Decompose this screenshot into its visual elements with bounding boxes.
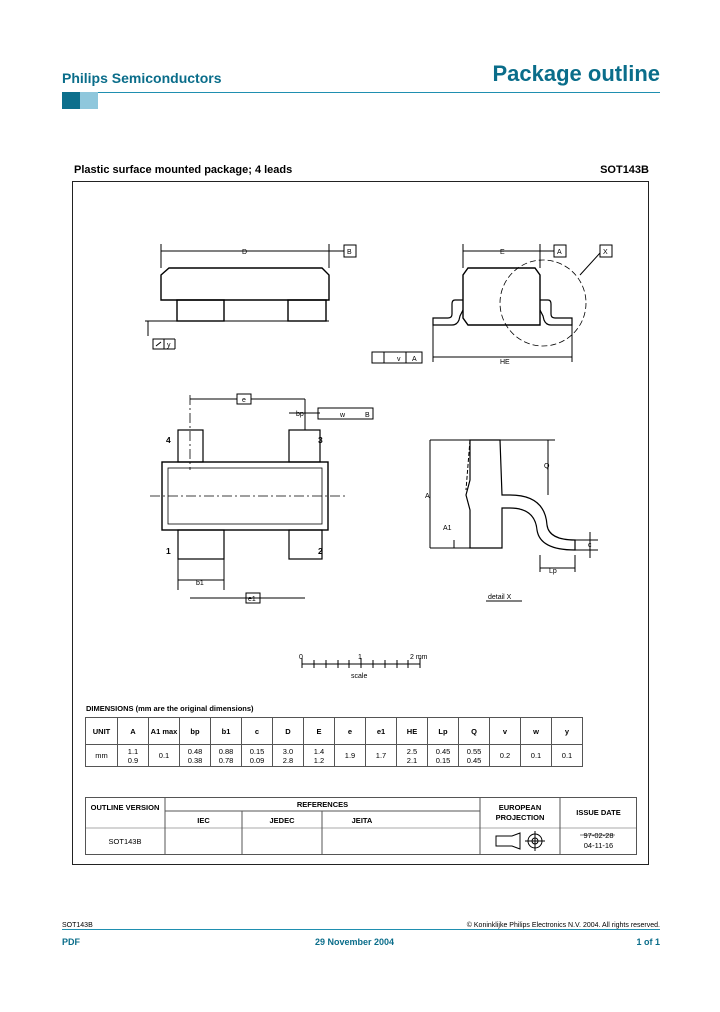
outline-block [85,797,637,855]
footer-rule [62,929,660,930]
dimensions-header-row: UNIT A A1 max bp b1 c D E e e1 HE Lp Q v… [85,717,583,745]
scale-tick-0: 0 [299,654,303,661]
brand-block-dark [62,92,80,109]
outline-version-value: SOT143B [108,837,142,846]
package-title: Plastic surface mounted package; 4 leads [74,164,293,176]
issue-date-new: 04-11-16 [583,841,614,850]
end-view [371,244,613,364]
dim-header: UNIT [85,717,118,745]
pin-label-4: 4 [166,435,171,445]
dim-cell-y: 0.1 [551,744,583,767]
dim-label-c: c [588,542,592,549]
footer-doc-type: PDF [62,937,80,947]
pin-label-1: 1 [166,546,171,556]
dim-cell-e1: 1.7 [365,744,397,767]
tol-label-y: y [167,342,171,349]
dim-label-HE: HE [500,359,510,366]
dim-header: c [241,717,273,745]
dim-label-A1: A1 [443,525,452,532]
scale-bar [301,658,421,668]
outline-version-label: OUTLINE VERSION [90,803,160,812]
detail-caption: detail X [488,594,512,601]
dim-cell-A1: 0.1 [148,744,180,767]
datum-label-A: A [557,249,562,256]
page-title: Package outline [492,61,660,86]
dim-label-e: e [242,397,246,404]
datum-label-B: B [347,249,352,256]
dim-cell-v: 0.2 [489,744,521,767]
brand-name: Philips Semiconductors [62,70,222,86]
dim-header: e1 [365,717,397,745]
jedec-label: JEDEC [269,816,295,825]
tol-ref-B: B [365,412,370,419]
detail-x [429,439,598,602]
dim-label-e1: e1 [248,596,256,603]
side-view [145,244,357,350]
pin-label-3: 3 [318,435,323,445]
scale-label: scale [351,673,367,680]
tol-ref-A: A [412,356,417,363]
issue-date-label: ISSUE DATE [576,808,621,817]
brand-block-light [80,92,98,109]
scale-tick-2: 2 mm [410,654,428,661]
dimensions-table: UNIT A A1 max bp b1 c D E e e1 HE Lp Q v… [85,717,583,767]
footer-date: 29 November 2004 [315,937,395,947]
dimensions-heading: DIMENSIONS (mm are the original dimensio… [86,704,254,713]
dim-label-Lp: Lp [549,568,557,575]
dim-label-E: E [500,249,505,256]
european-projection-label: EUROPEAN PROJECTION [495,803,545,822]
dim-header: w [520,717,552,745]
issue-date-old: 97-02-28 [583,831,614,840]
detail-ref-X: X [603,249,608,256]
dim-label-A: A [425,493,430,500]
dim-label-Q: Q [544,463,550,470]
footer-copyright: © Koninklijke Philips Electronics N.V. 2… [466,922,660,929]
drawing-frame [72,181,649,865]
footer-page: 1 of 1 [636,937,660,947]
header-rule [98,92,660,93]
references-label: REFERENCES [296,800,349,809]
scale-tick-1: 1 [358,654,362,661]
footer-code: SOT143B [62,922,93,929]
dim-label-bp: bp [296,411,304,418]
dim-cell-w: 0.1 [520,744,552,767]
dim-header: A [117,717,149,745]
iec-label: IEC [197,816,210,825]
package-code: SOT143B [600,164,649,176]
tol-label-v: v [397,356,401,363]
top-view [150,393,374,604]
jeita-label: JEITA [351,816,373,825]
projection-symbol [495,831,545,851]
dim-cell-e: 1.9 [334,744,366,767]
tol-label-w: w [339,412,346,419]
dim-header: v [489,717,521,745]
dim-label-D: D [242,249,247,256]
dim-label-b1: b1 [196,580,204,587]
pin-label-2: 2 [318,546,323,556]
dim-header: e [334,717,366,745]
